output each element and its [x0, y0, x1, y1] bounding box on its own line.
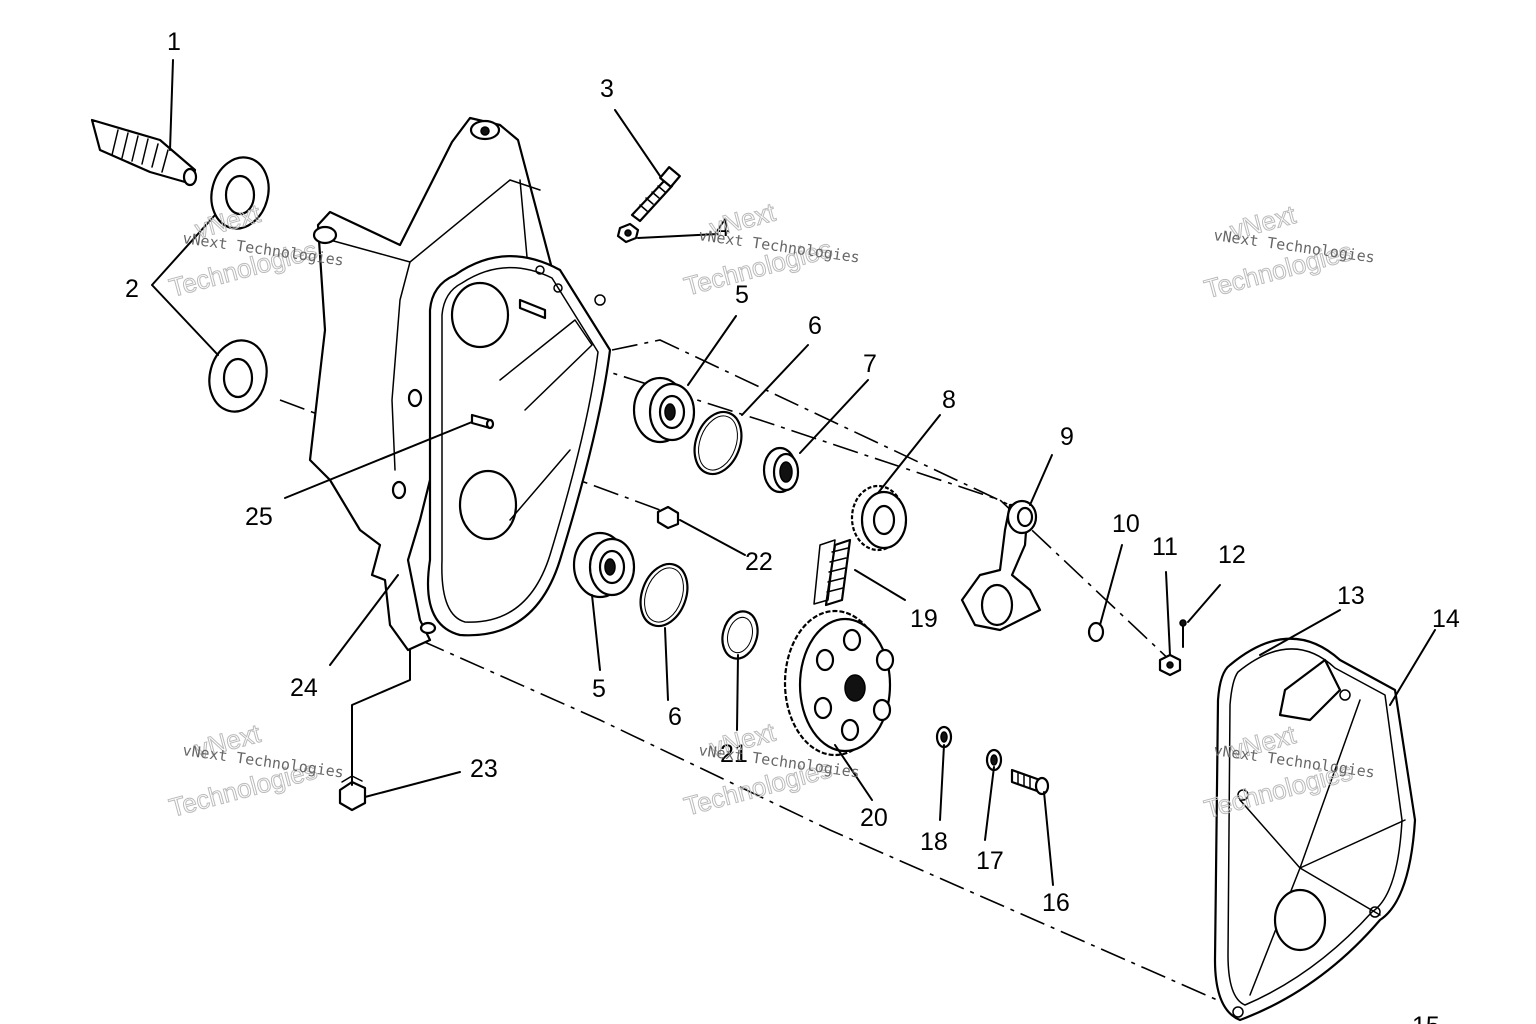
callout-labels: 1 2 3 4 5 5 6 6 7 8 9 10 11 12 13 14 16 …	[125, 28, 1460, 1024]
part-snap-ring-lower	[639, 562, 689, 628]
callout-6-upper: 6	[808, 312, 822, 340]
part-cap-screw	[1010, 768, 1050, 796]
callout-9: 9	[1060, 423, 1074, 451]
callout-5-upper: 5	[735, 281, 749, 309]
callout-12: 12	[1218, 541, 1246, 569]
part-bearing-lower	[572, 531, 636, 599]
callout-23: 23	[470, 755, 498, 783]
part-hex-nut	[656, 505, 680, 530]
callout-25: 25	[245, 503, 273, 531]
callout-4: 4	[716, 214, 730, 242]
callout-21: 21	[720, 740, 748, 768]
callout-7: 7	[863, 350, 877, 378]
part-spacer	[762, 446, 800, 494]
callout-15: 15	[1412, 1012, 1440, 1024]
part-sprocket-small	[850, 484, 908, 552]
callout-6-lower: 6	[668, 703, 682, 731]
part-seal-lower	[208, 339, 268, 413]
part-chaincase-housing	[308, 116, 612, 652]
part-bolt	[630, 166, 681, 223]
callout-10: 10	[1112, 510, 1140, 538]
part-snap-ring-upper	[693, 410, 743, 476]
part-chaincase-cover	[1213, 637, 1417, 1022]
part-chain-tensioner	[960, 499, 1042, 632]
callout-11: 11	[1152, 533, 1178, 561]
callout-18: 18	[920, 828, 948, 856]
callout-3: 3	[600, 75, 614, 103]
part-sprocket-large	[783, 609, 895, 757]
callout-17: 17	[976, 847, 1004, 875]
callout-24: 24	[290, 674, 318, 702]
part-shaft	[90, 118, 198, 187]
leader-lines	[151, 59, 1436, 886]
callout-22: 22	[745, 548, 773, 576]
callout-5-lower: 5	[592, 675, 606, 703]
callout-20: 20	[860, 804, 888, 832]
callout-8: 8	[942, 386, 956, 414]
callout-2: 2	[125, 275, 139, 303]
part-dowel-pin	[470, 413, 495, 430]
part-shim-washer	[1087, 621, 1105, 643]
part-seal-upper	[210, 156, 270, 230]
part-drive-chain	[813, 538, 852, 607]
callout-19: 19	[910, 605, 938, 633]
part-cotter-pin	[1179, 619, 1187, 648]
part-flat-washer	[985, 748, 1003, 772]
part-washer	[721, 610, 759, 660]
part-nut	[616, 222, 640, 244]
callout-13: 13	[1337, 582, 1365, 610]
callout-16: 16	[1042, 889, 1070, 917]
callout-1: 1	[167, 28, 181, 56]
callout-14: 14	[1432, 605, 1460, 633]
part-castle-nut	[1158, 653, 1182, 677]
part-bearing-upper	[632, 376, 696, 444]
